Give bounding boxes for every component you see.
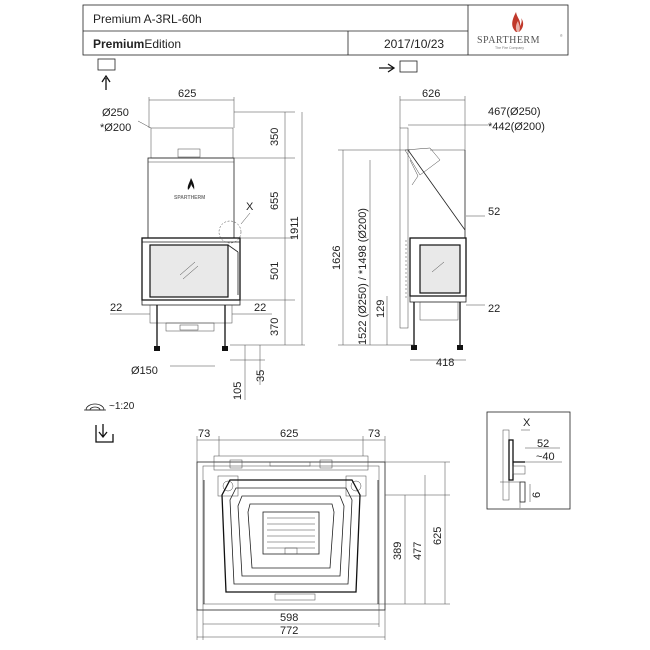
stove-brand-text: SPARTHERM bbox=[174, 195, 205, 201]
edition-label: PremiumEdition bbox=[93, 37, 181, 51]
title-block: Premium A-3RL-60h PremiumEdition 2017/10… bbox=[82, 4, 569, 56]
brand-logo: SPARTHERM ® The Fire Company bbox=[477, 12, 563, 50]
scale-indicator: ~1:20 bbox=[84, 401, 135, 412]
air-inlet-diameter: Ø150 bbox=[131, 365, 158, 377]
plan-dim-389: 389 bbox=[392, 542, 404, 560]
plan-dim-477: 477 bbox=[412, 542, 424, 560]
front-height-501: 501 bbox=[269, 262, 281, 280]
plan-width-598: 598 bbox=[280, 612, 298, 624]
front-view-indicator bbox=[97, 58, 116, 90]
flue-diameter-250: Ø250 bbox=[102, 107, 129, 119]
front-height-655: 655 bbox=[269, 192, 281, 210]
side-height-flue: 1522 (Ø250) / *1498 (Ø200) bbox=[357, 208, 369, 345]
side-view-indicator bbox=[379, 60, 418, 73]
side-dim-52: 52 bbox=[488, 206, 500, 218]
side-dim-22: 22 bbox=[488, 303, 500, 315]
side-depth-418: 418 bbox=[436, 357, 454, 369]
side-flue-offset-250: 467(Ø250) bbox=[488, 106, 541, 118]
plan-width-772: 772 bbox=[280, 625, 298, 637]
detail-marker: X bbox=[523, 417, 531, 429]
drawing-date: 2017/10/23 bbox=[384, 37, 444, 51]
front-left-22: 22 bbox=[110, 302, 122, 314]
plan-view: 73 625 73 389 477 625 598 772 bbox=[196, 428, 450, 640]
flue-diameter-200: *Ø200 bbox=[100, 122, 131, 134]
plan-view-indicator bbox=[95, 424, 114, 443]
brand-registered: ® bbox=[560, 34, 563, 38]
plan-width-625: 625 bbox=[280, 428, 298, 440]
plan-right-73: 73 bbox=[368, 428, 380, 440]
detail-dim-52: 52 bbox=[537, 438, 549, 450]
side-flue-offset-200: *442(Ø200) bbox=[488, 121, 545, 133]
front-height-370: 370 bbox=[269, 318, 281, 336]
front-right-22: 22 bbox=[254, 302, 266, 314]
edition-bold: Premium bbox=[93, 37, 144, 51]
edition-rest: Edition bbox=[144, 37, 181, 51]
foot-dim-105: 105 bbox=[232, 382, 244, 400]
drawing-title: Premium A-3RL-60h bbox=[93, 12, 202, 26]
foot-dim-35: 35 bbox=[255, 370, 267, 382]
front-height-350: 350 bbox=[269, 128, 281, 146]
front-width-625: 625 bbox=[178, 88, 196, 100]
scale-label: ~1:20 bbox=[109, 401, 135, 412]
front-view: SPARTHERM X 625 Ø250 *Ø200 bbox=[100, 88, 305, 400]
brand-name: SPARTHERM bbox=[477, 35, 540, 46]
detail-view-x: X 52 ~40 6 bbox=[486, 411, 571, 510]
stove-brand-mark: SPARTHERM bbox=[174, 178, 205, 201]
brand-tagline: The Fire Company bbox=[495, 46, 524, 50]
side-view: 626 467(Ø250) *442(Ø200) 52 22 1626 1522… bbox=[331, 88, 545, 369]
scale-icon bbox=[85, 403, 105, 411]
plan-dim-625: 625 bbox=[432, 527, 444, 545]
side-glass bbox=[419, 244, 461, 294]
side-height-1626: 1626 bbox=[331, 246, 343, 270]
detail-dim-40: ~40 bbox=[536, 451, 555, 463]
detail-dim-6: 6 bbox=[531, 492, 543, 498]
detail-marker-front: X bbox=[246, 201, 254, 213]
front-height-1911: 1911 bbox=[289, 216, 301, 240]
side-width-626: 626 bbox=[422, 88, 440, 100]
side-dim-129: 129 bbox=[375, 300, 387, 318]
front-glass bbox=[149, 244, 229, 298]
plan-left-73: 73 bbox=[198, 428, 210, 440]
